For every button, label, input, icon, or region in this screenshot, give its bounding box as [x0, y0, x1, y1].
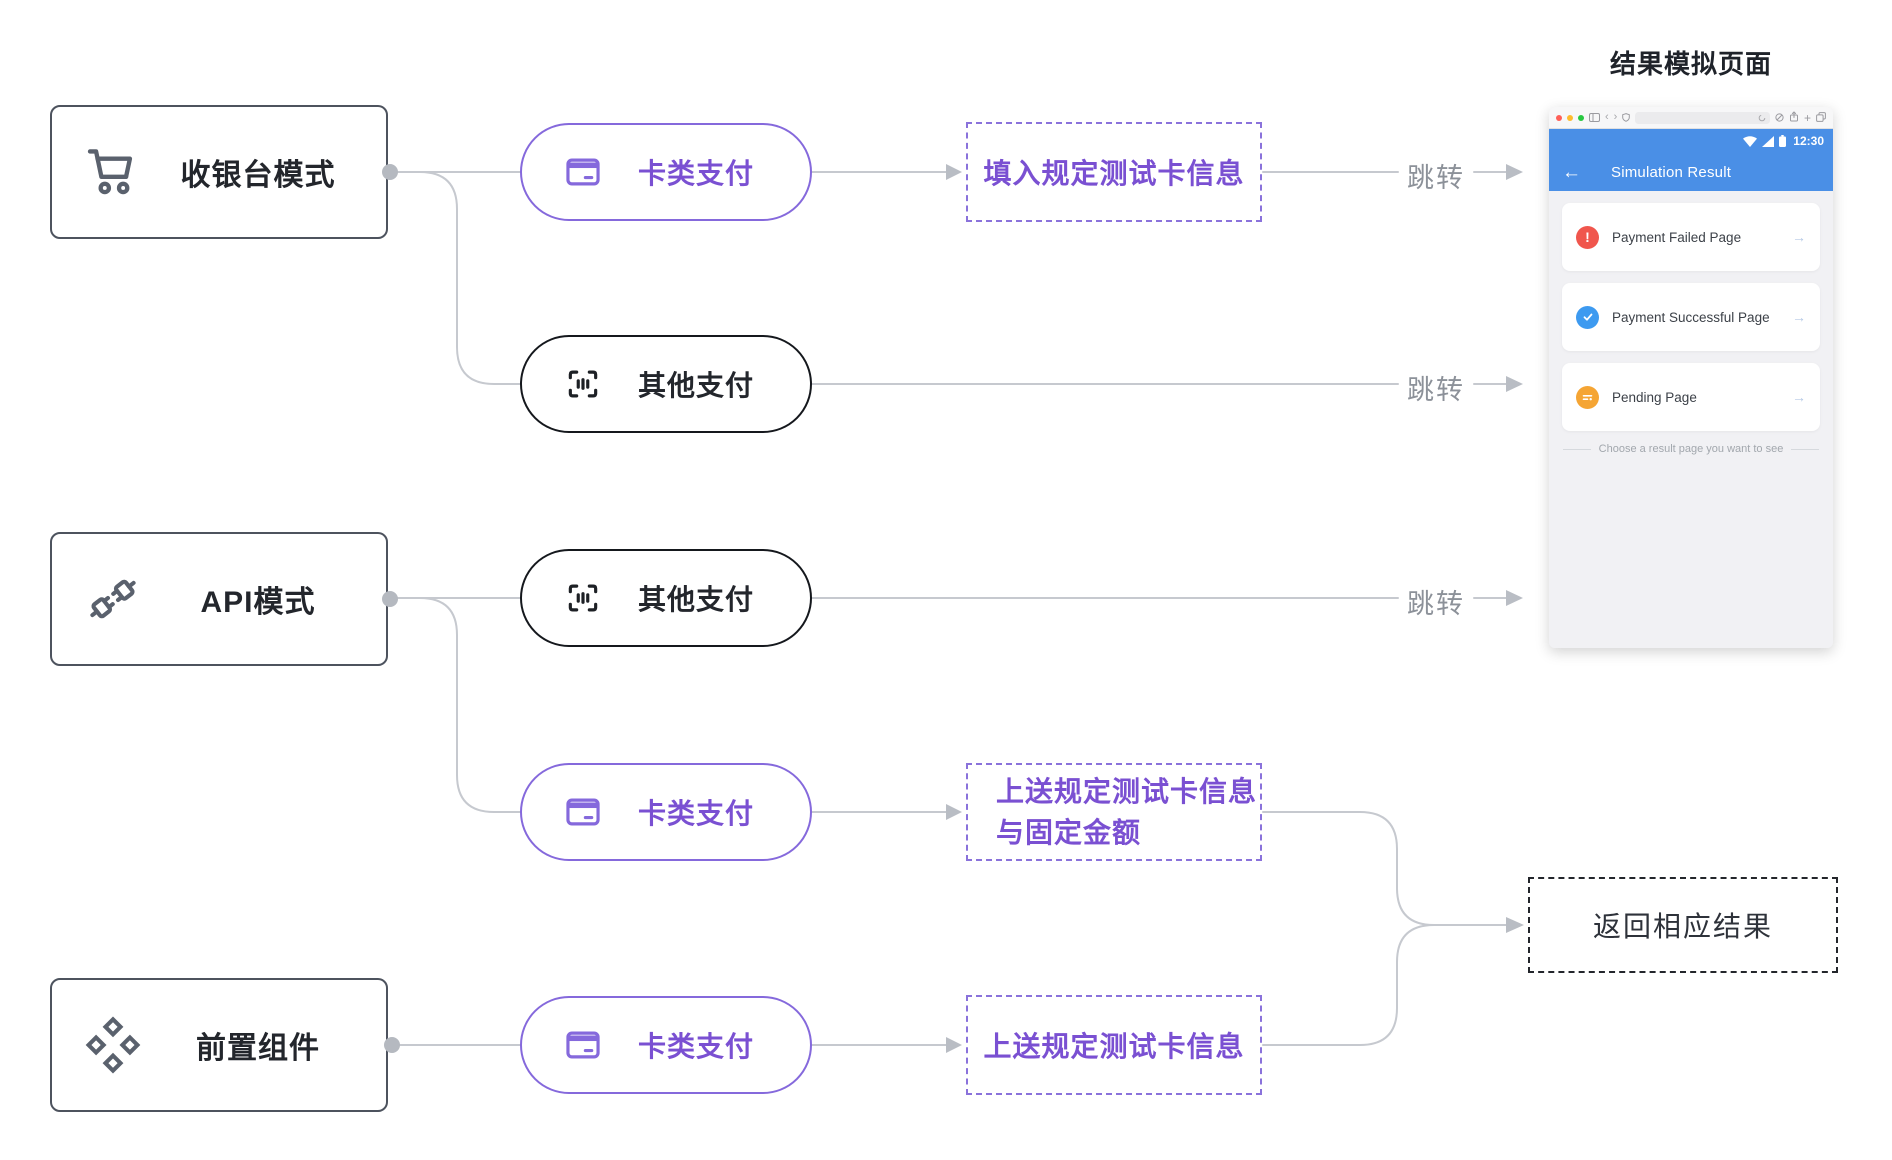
pill-label: 其他支付 — [638, 584, 755, 615]
node-label: 收银台模式 — [180, 159, 336, 192]
plug-icon — [82, 568, 144, 630]
reload-icon[interactable] — [1758, 114, 1766, 122]
status-time: 12:30 — [1793, 134, 1824, 148]
phone-nav-title: Simulation Result — [1611, 163, 1732, 181]
new-tab-icon[interactable]: + — [1803, 110, 1811, 125]
traffic-light-minimize-icon[interactable] — [1567, 114, 1573, 121]
step-label: 上送规定测试卡信息 — [983, 1031, 1245, 1062]
jump-label-2: 跳转 — [1407, 375, 1465, 405]
shield-icon[interactable] — [1622, 109, 1631, 127]
traffic-light-close-icon[interactable] — [1556, 114, 1562, 121]
result-option-payment-successful[interactable]: Payment Successful Page → — [1562, 283, 1820, 351]
connector-api-card — [389, 597, 521, 813]
back-arrow-icon[interactable]: ← — [1562, 161, 1581, 183]
success-icon — [1576, 305, 1599, 329]
card-icon — [564, 153, 602, 191]
node-other-payment-1: 其他支付 — [520, 335, 812, 433]
result-option-label: Payment Failed Page — [1612, 229, 1742, 245]
arrowhead — [1506, 590, 1523, 606]
jump-label-1: 跳转 — [1407, 163, 1465, 193]
browser-chrome: ‹ › + — [1549, 107, 1833, 129]
chevron-right-icon: → — [1792, 229, 1806, 245]
traffic-light-zoom-icon[interactable] — [1578, 114, 1584, 121]
connector-cashier-other — [389, 171, 521, 385]
node-card-payment-1: 卡类支付 — [520, 123, 812, 221]
result-hint: Choose a result page you want to see — [1562, 443, 1820, 455]
node-cashier-mode: 收银台模式 — [50, 105, 388, 239]
hint-divider — [1562, 448, 1591, 450]
node-card-payment-3: 卡类支付 — [520, 996, 812, 1094]
forward-nav-icon[interactable]: › — [1613, 110, 1618, 123]
cart-icon — [82, 141, 144, 203]
phone-mockup: ‹ › + — [1549, 107, 1833, 648]
phone-nav-bar: ← Simulation Result — [1549, 153, 1833, 191]
node-api-mode: API模式 — [50, 532, 388, 666]
jump-label-3: 跳转 — [1407, 589, 1465, 619]
connector-dot — [384, 1037, 400, 1053]
connector-dot — [382, 164, 398, 180]
result-option-payment-failed[interactable]: ! Payment Failed Page → — [1562, 203, 1820, 271]
connector-dot — [382, 591, 398, 607]
step-label-line2: 与固定金额 — [996, 817, 1142, 848]
node-card-payment-2: 卡类支付 — [520, 763, 812, 861]
error-icon: ! — [1576, 225, 1599, 249]
scan-icon — [564, 365, 602, 403]
back-nav-icon[interactable]: ‹ — [1605, 110, 1609, 123]
node-label: 前置组件 — [196, 1032, 320, 1065]
result-option-label: Pending Page — [1612, 389, 1697, 405]
result-option-label: Payment Successful Page — [1612, 309, 1770, 325]
card-icon — [564, 793, 602, 831]
step-send-test-card-info-amount: 上送规定测试卡信息 与固定金额 — [966, 763, 1262, 861]
node-front-component: 前置组件 — [50, 978, 388, 1112]
result-option-pending[interactable]: Pending Page → — [1562, 363, 1820, 431]
phone-content: ! Payment Failed Page → Payment Successf… — [1549, 191, 1833, 648]
wifi-icon — [1743, 135, 1758, 147]
arrowhead — [946, 804, 962, 820]
phone-section-title: 结果模拟页面 — [1609, 49, 1772, 79]
share-icon[interactable] — [1789, 109, 1799, 127]
pending-icon — [1576, 385, 1599, 409]
node-label: API模式 — [200, 586, 316, 619]
step-fill-test-card-info: 填入规定测试卡信息 — [966, 122, 1262, 222]
battery-icon — [1779, 135, 1787, 147]
node-other-payment-2: 其他支付 — [520, 549, 812, 647]
sidebar-icon[interactable] — [1589, 109, 1600, 127]
step-label: 填入规定测试卡信息 — [983, 158, 1245, 189]
address-bar[interactable] — [1635, 111, 1770, 124]
arrowhead — [946, 1037, 962, 1053]
chevron-right-icon: → — [1792, 389, 1806, 405]
arrowhead — [1506, 376, 1523, 392]
pill-label: 卡类支付 — [638, 1031, 755, 1062]
signal-icon — [1762, 135, 1775, 147]
phone-status-bar: 12:30 — [1549, 129, 1833, 153]
arrowhead — [1506, 917, 1524, 933]
arrowhead — [946, 164, 962, 180]
hint-divider — [1791, 448, 1820, 450]
connector-send2-merge — [1262, 924, 1435, 1046]
tabs-icon[interactable] — [1816, 109, 1826, 127]
pill-label: 卡类支付 — [638, 158, 755, 189]
pill-label: 其他支付 — [638, 370, 755, 401]
pill-label: 卡类支付 — [638, 798, 755, 829]
components-icon — [82, 1014, 144, 1076]
blocked-content-icon[interactable] — [1775, 109, 1784, 127]
arrowhead — [1506, 164, 1523, 180]
scan-icon — [564, 579, 602, 617]
step-label-line1: 上送规定测试卡信息 — [996, 776, 1258, 807]
hint-text: Choose a result page you want to see — [1598, 443, 1784, 455]
chevron-right-icon: → — [1792, 309, 1806, 325]
card-icon — [564, 1026, 602, 1064]
step-send-test-card-info: 上送规定测试卡信息 — [966, 995, 1262, 1095]
step-return-result: 返回相应结果 — [1528, 877, 1838, 973]
connector-send1-merge — [1262, 811, 1435, 926]
result-label: 返回相应结果 — [1592, 911, 1773, 942]
